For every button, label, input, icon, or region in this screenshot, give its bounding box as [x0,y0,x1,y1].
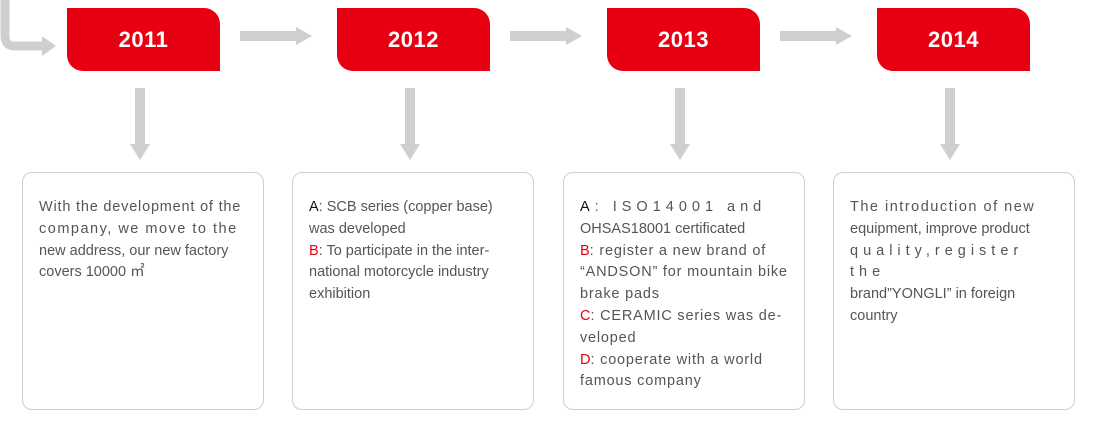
text-line: new address, our new factory [39,242,229,259]
text-line: equipment, improve product [850,220,1030,237]
description-box-2011: With the development of the company, we … [22,172,264,410]
right-arrow-icon [780,27,852,45]
text-line: quality,register the [850,242,1024,281]
description-text: With the development of the company, we … [39,197,249,284]
item-label: D [580,351,591,368]
text-line: covers 10000 ㎡ [39,264,145,281]
description-text: The introduction of new equipment, impro… [850,197,1060,328]
year-label: 2014 [928,26,979,52]
item-label: A [309,199,319,215]
item-text: : CERAMIC series was de- veloped [580,307,783,346]
down-arrow-icon [130,88,150,160]
year-tab-2013: 2013 [607,8,760,71]
year-label: 2013 [658,26,709,52]
right-arrow-icon [510,27,582,45]
item-text: : cooperate with a world famous company [580,351,763,390]
year-label: 2012 [388,26,439,52]
text-line: country [850,307,898,324]
connector-arrow-icon [0,0,56,56]
item-a: A: ISO14001 and [580,199,766,215]
text-line: With the development of the [39,199,242,215]
item-label: B [580,242,590,259]
down-arrow-icon [940,88,960,160]
item-text: OHSAS18001 certificated [580,220,746,237]
item-text: : register a new brand of “ANDSON” for m… [580,242,788,303]
item-text: : ISO14001 and [594,199,767,215]
item-label: C [580,307,591,324]
year-tab-2012: 2012 [337,8,490,71]
description-text: A: ISO14001 and OHSAS18001 certificated … [580,197,790,393]
text-line: brand”YONGLI” in foreign [850,286,1016,303]
text-line: The introduction of new [850,199,1036,215]
item-text: : To participate in the inter- national … [309,242,490,303]
description-box-2013: A: ISO14001 and OHSAS18001 certificated … [563,172,805,410]
description-box-2012: A: SCB series (copper base) was develope… [292,172,534,410]
item-text: : SCB series (copper base) was developed [309,199,493,237]
year-label: 2011 [118,26,169,52]
description-box-2014: The introduction of new equipment, impro… [833,172,1075,410]
down-arrow-icon [670,88,690,160]
item-label: A [580,199,595,215]
text-line: company, we move to the [39,220,238,237]
year-tab-2011: 2011 [67,8,220,71]
description-text: A: SCB series (copper base) was develope… [309,197,519,306]
right-arrow-icon [240,27,312,45]
down-arrow-icon [400,88,420,160]
item-label: B [309,242,319,259]
year-tab-2014: 2014 [877,8,1030,71]
